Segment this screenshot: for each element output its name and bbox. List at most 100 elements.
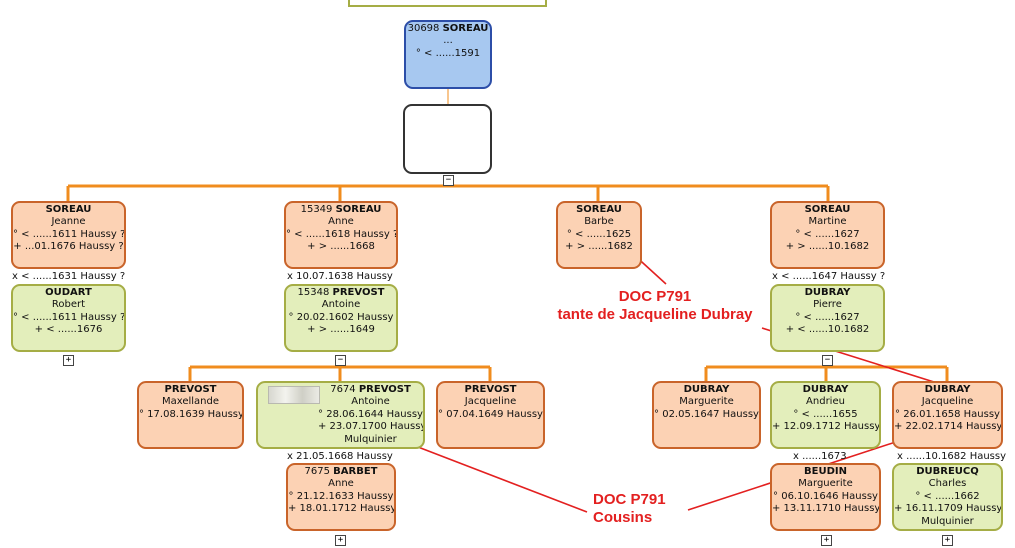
person-given-name: Andrieu xyxy=(806,396,845,408)
person-surname: DUBRAY xyxy=(683,384,730,395)
person-birth: ° < ......1627 xyxy=(795,228,860,240)
person-surname: DUBREUCQ xyxy=(916,466,979,477)
person-surname: SOREAU xyxy=(45,204,92,215)
collapse-toggle-root[interactable]: − xyxy=(443,175,454,186)
person-card-soreau-martine[interactable]: SOREAU Martine ° < ......1627 + > ......… xyxy=(770,201,885,269)
person-detail: ... xyxy=(443,35,453,47)
person-card-prevost-antoine-1644[interactable]: 7674 PREVOST Antoine ° 28.06.1644 Haussy… xyxy=(256,381,425,449)
person-surname: DUBRAY xyxy=(924,384,971,395)
empty-spouse-card[interactable] xyxy=(403,104,492,174)
person-surname: PREVOST xyxy=(332,287,385,298)
person-death: + > ......1668 xyxy=(307,241,375,253)
person-birth: ° < ......1591 xyxy=(415,47,481,59)
marriage-label: x < ......1631 Haussy ? xyxy=(12,271,126,282)
person-given-name: Jeanne xyxy=(51,216,86,228)
person-given-name: Marguerite xyxy=(679,396,734,408)
person-surname: DUBRAY xyxy=(802,384,849,395)
person-given-name: Barbe xyxy=(584,216,614,228)
person-surname: BARBET xyxy=(333,466,378,477)
person-surname: PREVOST xyxy=(464,384,517,395)
person-birth: ° < ......1625 xyxy=(566,228,632,240)
person-death: + 18.01.1712 Haussy xyxy=(288,503,396,515)
person-id: 15348 xyxy=(297,287,330,298)
person-id: 7675 xyxy=(304,466,330,477)
person-given-name: Martine xyxy=(808,216,847,228)
person-card-dubray-andrieu[interactable]: DUBRAY Andrieu ° < ......1655 + 12.09.17… xyxy=(770,381,881,449)
person-card-dubray-marguerite[interactable]: DUBRAY Marguerite ° 02.05.1647 Haussy xyxy=(652,381,761,449)
person-surname: SOREAU xyxy=(442,23,489,34)
person-birth: ° 21.12.1633 Haussy xyxy=(288,490,394,502)
person-given-name: Anne xyxy=(328,478,354,490)
annotation-arrow-cousin-antoine xyxy=(417,446,588,513)
person-given-name: Charles xyxy=(928,478,967,490)
person-card-soreau-anne[interactable]: 15349 SOREAU Anne ° < ......1618 Haussy … xyxy=(284,201,398,269)
marriage-label: x ......10.1682 Haussy xyxy=(897,451,1007,461)
person-death: + > ......10.1682 xyxy=(785,241,870,253)
person-card-root-soreau[interactable]: 30698 SOREAU ... ° < ......1591 xyxy=(404,20,492,89)
person-birth: ° 06.10.1646 Haussy xyxy=(773,490,878,502)
person-surname: SOREAU xyxy=(804,204,851,215)
person-id: 30698 xyxy=(407,23,440,34)
person-card-prevost-antoine-1602[interactable]: 15348 PREVOST Antoine ° 20.02.1602 Hauss… xyxy=(284,284,398,352)
person-given-name: Maxellande xyxy=(161,396,220,408)
person-birth: ° < ......1618 Haussy ? xyxy=(286,228,398,240)
person-card-prevost-maxellande[interactable]: PREVOST Maxellande ° 17.08.1639 Haussy xyxy=(137,381,244,449)
person-surname: BEUDIN xyxy=(804,466,847,477)
person-card-dubreucq-charles[interactable]: DUBREUCQ Charles ° < ......1662 + 16.11.… xyxy=(892,463,1003,531)
person-given-name: Anne xyxy=(328,216,354,228)
person-given-name: Jacqueline xyxy=(921,396,974,408)
person-death: + > ......1682 xyxy=(565,241,633,253)
expand-toggle-dubreucq[interactable]: + xyxy=(942,535,953,546)
person-surname: OUDART xyxy=(45,287,92,298)
collapse-toggle-dubray[interactable]: − xyxy=(822,355,833,366)
person-birth: ° < ......1611 Haussy ? xyxy=(13,228,126,240)
person-death: + 22.02.1714 Haussy xyxy=(894,421,1003,433)
person-surname: DUBRAY xyxy=(804,287,851,298)
person-birth: ° 28.06.1644 Haussy xyxy=(318,408,423,420)
annotation-cousins: DOC P791 Cousins xyxy=(593,491,666,526)
person-card-oudart-robert[interactable]: OUDART Robert ° < ......1611 Haussy ? + … xyxy=(11,284,126,352)
person-death: + > ......1649 xyxy=(307,324,375,336)
marriage-label: x ......1673 xyxy=(793,451,847,461)
person-given-name: Antoine xyxy=(351,396,390,408)
person-birth: ° < ......1627 xyxy=(795,311,860,323)
person-death: + 13.11.1710 Haussy xyxy=(772,503,881,515)
person-birth: ° < ......1655 xyxy=(793,408,858,420)
person-photo-thumbnail[interactable] xyxy=(268,386,320,404)
person-occupation: Mulquinier xyxy=(344,433,397,445)
person-card-dubray-jacqueline[interactable]: DUBRAY Jacqueline ° 26.01.1658 Haussy + … xyxy=(892,381,1003,449)
person-death: + 23.07.1700 Haussy xyxy=(318,421,425,433)
collapse-toggle-prevost[interactable]: − xyxy=(335,355,346,366)
person-death: + < ......1676 xyxy=(34,324,103,336)
person-birth: ° 07.04.1649 Haussy xyxy=(438,408,543,420)
person-death: + ...01.1676 Haussy ? xyxy=(13,241,124,253)
person-card-soreau-jeanne[interactable]: SOREAU Jeanne ° < ......1611 Haussy ? + … xyxy=(11,201,126,269)
person-card-soreau-barbe[interactable]: SOREAU Barbe ° < ......1625 + > ......16… xyxy=(556,201,642,269)
expand-toggle-oudart[interactable]: + xyxy=(63,355,74,366)
person-birth: ° 20.02.1602 Haussy xyxy=(288,311,394,323)
annotation-aunt: DOC P791 tante de Jacqueline Dubray xyxy=(557,288,753,323)
person-given-name: Robert xyxy=(51,299,86,311)
expand-toggle-barbet[interactable]: + xyxy=(335,535,346,546)
person-card-barbet-anne[interactable]: 7675 BARBET Anne ° 21.12.1633 Haussy + 1… xyxy=(286,463,396,531)
person-given-name: Jacqueline xyxy=(464,396,517,408)
person-occupation: Mulquinier xyxy=(921,515,974,527)
person-surname: PREVOST xyxy=(358,384,411,395)
person-birth: ° 26.01.1658 Haussy xyxy=(895,408,1000,420)
person-surname: PREVOST xyxy=(164,384,217,395)
marriage-label: x 21.05.1668 Haussy xyxy=(287,451,393,461)
person-death: + < ......10.1682 xyxy=(785,324,870,336)
person-card-prevost-jacqueline[interactable]: PREVOST Jacqueline ° 07.04.1649 Haussy xyxy=(436,381,545,449)
person-surname: SOREAU xyxy=(335,204,382,215)
person-surname: SOREAU xyxy=(576,204,622,215)
person-card-dubray-pierre[interactable]: DUBRAY Pierre ° < ......1627 + < ......1… xyxy=(770,284,885,352)
person-given-name: Pierre xyxy=(813,299,842,311)
person-death: + 16.11.1709 Haussy xyxy=(894,503,1003,515)
marriage-label: x 10.07.1638 Haussy xyxy=(287,271,393,282)
person-given-name: Marguerite xyxy=(798,478,853,490)
person-card-beudin-marguerite[interactable]: BEUDIN Marguerite ° 06.10.1646 Haussy + … xyxy=(770,463,881,531)
parent-connector xyxy=(348,0,547,7)
person-birth: ° < ......1611 Haussy ? xyxy=(13,311,126,323)
expand-toggle-beudin[interactable]: + xyxy=(821,535,832,546)
